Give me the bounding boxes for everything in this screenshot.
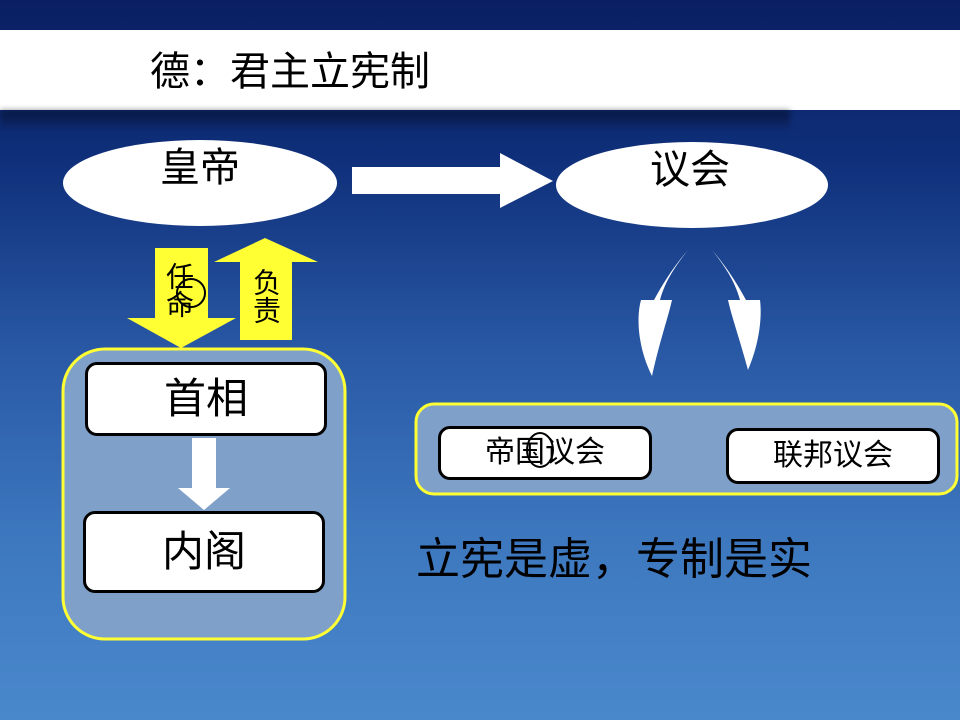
marker-1: ① xyxy=(526,432,554,468)
title-bar xyxy=(0,30,960,110)
federal-council-box: 联邦议会 xyxy=(726,428,940,484)
arrow-responsible xyxy=(214,238,318,340)
responsible-label: 负责 xyxy=(249,268,282,324)
parliament-ellipse xyxy=(556,142,828,228)
federal-council-label: 联邦议会 xyxy=(773,438,893,473)
cabinet-box: 内阁 xyxy=(83,511,325,593)
arrow-chancellor-to-cabinet xyxy=(178,438,230,510)
emperor-label: 皇帝 xyxy=(160,145,240,191)
caption: 立宪是虚，专制是实 xyxy=(416,534,812,585)
cabinet-label: 内阁 xyxy=(161,527,246,576)
parliament-label: 议会 xyxy=(650,147,730,193)
chancellor-label: 首相 xyxy=(163,374,248,423)
arrow-split-right xyxy=(712,250,761,370)
emperor-ellipse xyxy=(63,140,337,226)
page-title: 德：君主立宪制 xyxy=(150,49,430,95)
title-shadow xyxy=(0,110,790,132)
chancellor-box: 首相 xyxy=(85,362,327,436)
arrow-split-left xyxy=(638,250,688,376)
marker-2: ② xyxy=(176,278,206,308)
arrow-emperor-to-parliament xyxy=(352,153,553,208)
